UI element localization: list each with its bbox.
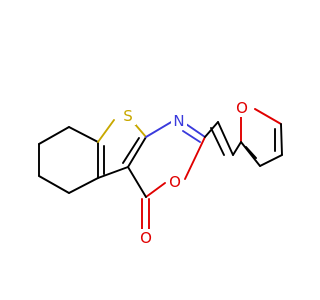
atom-labels: S N O O O <box>120 99 250 247</box>
bond-s-c7a <box>97 119 115 143</box>
sulfur-atom-label: S <box>123 107 133 125</box>
bond-cyclohexane-1 <box>38 126 70 145</box>
furan-oxygen-atom-label: O <box>236 99 248 117</box>
bond-cyclohexane-3 <box>38 175 70 194</box>
ring-oxygen-atom-label: O <box>169 173 181 191</box>
bond-c3-c8a <box>127 136 147 168</box>
bond-n-c2 <box>185 123 206 138</box>
atom-n-bg <box>171 112 187 130</box>
bond-furan-c5-c4 <box>280 123 283 156</box>
bond-c7a-cyclohexane <box>68 126 99 143</box>
molecule-diagram: S N O O O <box>38 99 283 247</box>
bond-vinyl-double <box>217 121 234 156</box>
carbonyl-oxygen-atom-label: O <box>140 229 152 247</box>
atom-o-carbonyl-bg <box>138 229 154 247</box>
bond-cyclohexane-4 <box>68 177 99 194</box>
bond-o-ring-c4 <box>145 182 166 198</box>
bonds <box>38 108 283 231</box>
bond-furan-c3-c2-double <box>245 146 257 159</box>
bond-c4-c3 <box>127 166 147 198</box>
atom-s-bg <box>120 107 136 125</box>
bond-c2-o-ring <box>184 136 206 180</box>
atom-o-ring-bg <box>167 173 183 191</box>
nitrogen-atom-label: N <box>173 112 184 130</box>
bond-furan-c4-c3 <box>259 154 283 167</box>
bond-n-c2-double <box>182 130 201 143</box>
bond-c3a-c3 <box>97 166 129 179</box>
atom-o-furan-bg <box>234 99 250 117</box>
bond-vinyl-furan <box>232 141 242 156</box>
bond-furan-o-c5 <box>254 108 282 125</box>
bond-c3-c8a-double <box>122 137 140 164</box>
bond-furan-c3-c2 <box>240 141 261 167</box>
bond-c8a-n <box>145 120 174 138</box>
bond-vinyl-double-inner <box>210 127 225 156</box>
